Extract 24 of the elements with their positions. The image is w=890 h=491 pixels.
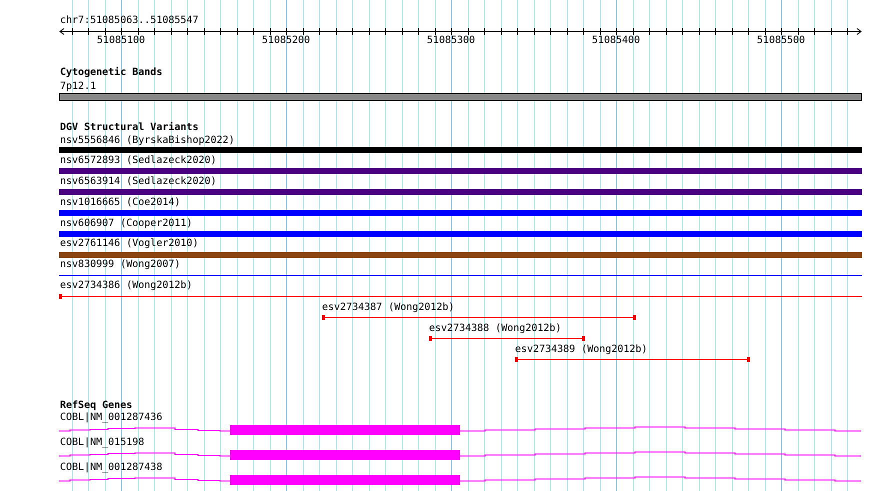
feature-label: nsv606907 (Cooper2011) (60, 218, 192, 230)
track-title: DGV Structural Variants (60, 122, 198, 134)
track-title: RefSeq Genes (60, 400, 132, 412)
feature-label: nsv830999 (Wong2007) (60, 259, 180, 271)
tick-label: 51085200 (262, 35, 310, 47)
feature-label: esv2734386 (Wong2012b) (60, 280, 192, 292)
position-label: chr7:51085063..51085547 (60, 15, 198, 27)
feature-label: COBL|NM_001287438 (60, 462, 162, 474)
feature-label: COBL|NM_015198 (60, 437, 144, 449)
tick-label: 51085400 (592, 35, 640, 47)
tick-label: 51085500 (756, 35, 806, 47)
feature-label: nsv5556846 (ByrskaBishop2022) (60, 135, 235, 147)
feature-label: 7p12.1 (60, 81, 96, 93)
feature-label: nsv1016665 (Coe2014) (60, 197, 180, 209)
feature-label: COBL|NM_001287436 (60, 412, 162, 424)
feature-label: esv2734388 (Wong2012b) (429, 323, 562, 335)
feature-label: nsv6572893 (Sedlazeck2020) (60, 155, 217, 167)
feature-label: esv2734389 (Wong2012b) (515, 344, 648, 356)
tick-label: 51085100 (96, 35, 146, 47)
track-title: Cytogenetic Bands (60, 67, 162, 79)
feature-label: nsv6563914 (Sedlazeck2020) (60, 176, 217, 188)
tick-label: 51085300 (426, 35, 476, 47)
feature-label: esv2761146 (Vogler2010) (60, 238, 198, 250)
feature-label: esv2734387 (Wong2012b) (322, 302, 454, 314)
